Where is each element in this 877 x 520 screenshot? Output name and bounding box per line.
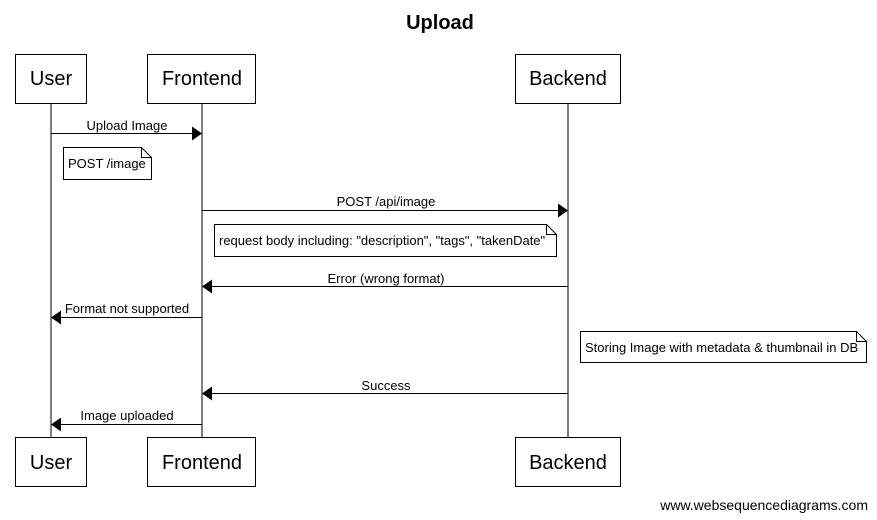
diagram-title: Upload bbox=[406, 12, 474, 34]
note-storing-image: Storing Image with metadata & thumbnail … bbox=[580, 331, 867, 363]
message-label: POST /api/image bbox=[337, 194, 436, 209]
participant-label: Frontend bbox=[162, 452, 242, 474]
message-label: Image uploaded bbox=[80, 408, 173, 423]
arrowhead-icon bbox=[51, 417, 61, 432]
participant-user-top: User bbox=[15, 54, 87, 104]
message-label: Upload Image bbox=[87, 118, 168, 133]
arrowhead-icon bbox=[202, 386, 212, 401]
arrowhead-icon bbox=[51, 310, 61, 325]
participant-label: User bbox=[30, 68, 73, 90]
note-fold bbox=[546, 224, 557, 235]
message-post-api-image: POST /api/image bbox=[202, 194, 568, 218]
note-fold bbox=[856, 331, 867, 342]
note-label: POST /image bbox=[68, 156, 146, 171]
note-label: Storing Image with metadata & thumbnail … bbox=[585, 340, 858, 355]
participant-backend-bottom: Backend bbox=[515, 437, 621, 487]
participant-box bbox=[15, 437, 87, 487]
participant-label: User bbox=[30, 452, 73, 474]
note-shape bbox=[580, 331, 867, 363]
message-error-wrong-format: Error (wrong format) bbox=[202, 271, 568, 294]
message-label: Format not supported bbox=[65, 301, 189, 316]
participant-box bbox=[15, 54, 87, 104]
message-label: Success bbox=[361, 378, 411, 393]
message-format-not-supported: Format not supported bbox=[51, 301, 202, 325]
participant-label: Backend bbox=[529, 452, 607, 474]
participant-backend-top: Backend bbox=[515, 54, 621, 104]
note-shape bbox=[214, 224, 557, 257]
participant-box bbox=[147, 54, 256, 104]
participant-frontend-bottom: Frontend bbox=[147, 437, 256, 487]
note-label: request body including: "description", "… bbox=[219, 233, 546, 248]
note-fold bbox=[141, 147, 152, 158]
arrowhead-icon bbox=[202, 279, 212, 294]
watermark: www.websequencediagrams.com bbox=[659, 497, 868, 513]
message-upload-image: Upload Image bbox=[51, 118, 202, 141]
note-shape bbox=[63, 147, 152, 180]
participant-frontend-top: Frontend bbox=[147, 54, 256, 104]
message-image-uploaded: Image uploaded bbox=[51, 408, 202, 432]
note-post-image: POST /image bbox=[63, 147, 152, 180]
participant-box bbox=[515, 54, 621, 104]
message-label: Error (wrong format) bbox=[327, 271, 444, 286]
note-request-body: request body including: "description", "… bbox=[214, 224, 557, 257]
participant-label: Frontend bbox=[162, 68, 242, 90]
participant-user-bottom: User bbox=[15, 437, 87, 487]
message-success: Success bbox=[202, 378, 568, 401]
participant-label: Backend bbox=[529, 68, 607, 90]
arrowhead-icon bbox=[192, 126, 202, 141]
participant-box bbox=[147, 437, 256, 487]
participant-box bbox=[515, 437, 621, 487]
arrowhead-icon bbox=[558, 203, 568, 218]
